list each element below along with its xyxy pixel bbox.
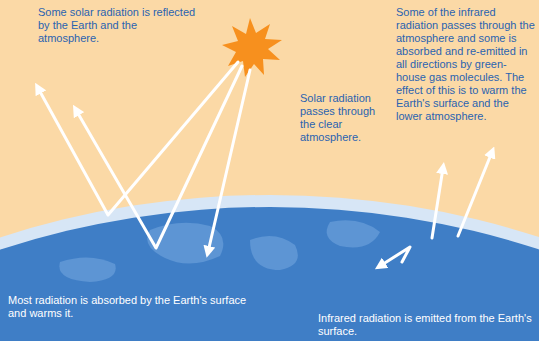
land-patches: [59, 220, 380, 282]
absorption-note: Most radiation is absorbed by the Earth'…: [8, 294, 258, 320]
transmission-note: Solar radiation passes through the clear…: [300, 92, 388, 144]
reflection-note: Some solar radiation is reflected by the…: [38, 6, 196, 45]
atmosphere-band: [0, 195, 539, 341]
earth-surface: [0, 207, 539, 341]
emission-note: Infrared radiation is emitted from the E…: [318, 312, 536, 338]
greenhouse-note: Some of the infrared radiation passes th…: [396, 6, 536, 123]
